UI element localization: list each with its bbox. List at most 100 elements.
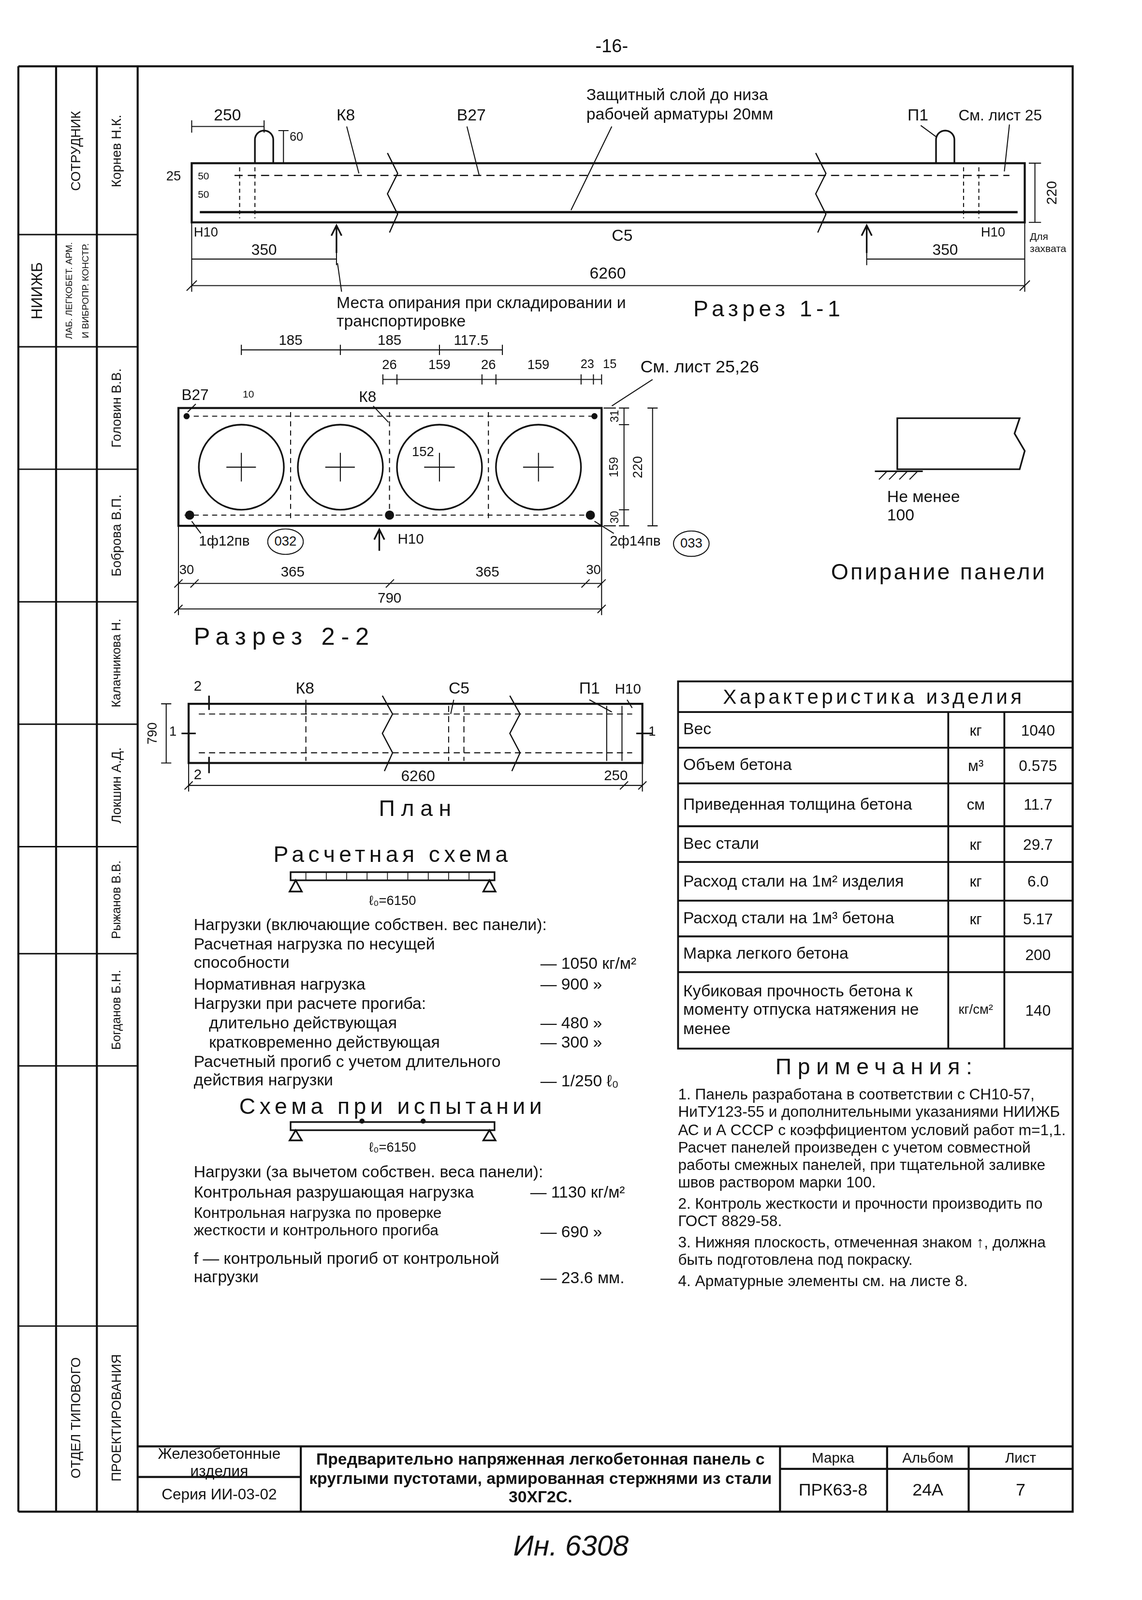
dimension-value: 31 <box>608 409 622 423</box>
load-points <box>359 1117 426 1124</box>
annotation-text: кг <box>949 900 1003 937</box>
annotation-text: Н10 <box>980 225 1006 241</box>
annotation-text: ℓ₀=6150 <box>368 1140 416 1156</box>
annotation-text: К8 <box>295 679 315 699</box>
beam-schemes-part <box>306 871 469 880</box>
annotation-text: — 480 » <box>540 1013 603 1033</box>
dimension-value: 6.0 <box>1006 861 1070 901</box>
annotation-text: см <box>949 783 1003 827</box>
section-1-1-part <box>331 225 872 253</box>
section-2-2 <box>174 344 659 615</box>
annotation-text: Лист <box>971 1445 1070 1468</box>
dimension-value: 350 <box>932 240 959 259</box>
annotation-text: Расчетная нагрузка по несущей способност… <box>193 935 500 973</box>
dimension-value: 10 <box>242 388 254 401</box>
annotation-text: — 300 » <box>540 1032 603 1052</box>
annotation-text: СОТРУДНИК <box>68 111 85 191</box>
callout-circle: 033 <box>673 530 710 557</box>
section-1-1-part <box>186 120 1041 292</box>
support-detail <box>874 418 1025 480</box>
annotation-text: Боброва В.П. <box>109 494 126 577</box>
annotation-text: Для захвата <box>1029 230 1071 255</box>
annotation-text: — 690 » <box>540 1222 603 1242</box>
annotation-text: К8 <box>336 105 355 125</box>
annotation-text: Калачникова Н. <box>110 618 125 707</box>
dimension-value: 350 <box>251 240 278 259</box>
dimension-value: 152 <box>411 444 435 460</box>
section-1-1-part <box>387 152 826 233</box>
annotation-text: Богданов Б.Н. <box>110 969 125 1050</box>
annotation-text: f — контрольный прогиб от контрольной на… <box>193 1248 500 1287</box>
annotation-text: Кубиковая прочность бетона к моменту отп… <box>683 971 944 1049</box>
dimension-value: 29.7 <box>1006 825 1070 862</box>
section-1-1-part <box>199 210 1018 214</box>
annotation-text: Примечания: <box>775 1053 979 1080</box>
dimension-value: 159 <box>527 357 550 374</box>
annotation-text: П1 <box>579 679 601 699</box>
annotation-text: Альбом <box>889 1445 967 1468</box>
plan-view-part <box>198 705 632 761</box>
annotation-text: Нагрузки (включающие собствен. вес панел… <box>193 915 547 935</box>
annotation-text: длительно действующая <box>208 1013 397 1033</box>
sheet-frame-part <box>18 234 138 1326</box>
dimension-value: 1040 <box>1006 711 1070 748</box>
annotation-text: Железобетонные изделия <box>142 1445 296 1477</box>
annotation-text: С5 <box>611 226 633 246</box>
annotation-text: Головин В.В. <box>109 368 126 448</box>
dimension-value: 790 <box>145 721 162 745</box>
annotation-text: В27 <box>181 385 209 403</box>
annotation-text: Марка легкого бетона <box>683 936 944 972</box>
plan-view-part <box>306 699 633 715</box>
annotation-text: 1ф12пв <box>198 532 250 549</box>
sheet-frame-part <box>137 66 1073 1511</box>
annotation-text: 3. Нижняя плоскость, отмеченная знаком ↑… <box>677 1232 1071 1269</box>
dimension-value: 60 <box>289 130 304 145</box>
plan-view-part <box>606 705 623 761</box>
dimension-value: 0.575 <box>1006 747 1070 784</box>
annotation-text: кратковременно действующая <box>208 1032 440 1052</box>
dimension-value: 1 <box>169 723 177 740</box>
section-2-2-part <box>178 408 602 527</box>
dimension-value: 6260 <box>589 263 626 283</box>
sheet-frame-part <box>18 66 138 1511</box>
annotation-text: Разрез 1-1 <box>693 295 845 322</box>
dimension-value: 2 <box>193 676 202 694</box>
dimension-value: 26 <box>381 357 397 374</box>
dimension-value: 30 <box>608 510 622 524</box>
annotation-text: С5 <box>448 679 470 699</box>
rebar-dots-part <box>384 510 395 520</box>
rebar-dots-part <box>183 412 191 420</box>
annotation-text: П1 <box>907 105 929 125</box>
callout-number: 033 <box>680 536 703 551</box>
section-1-1 <box>186 120 1041 292</box>
dimension-value: 250 <box>213 105 241 125</box>
dimension-value: 365 <box>475 562 499 580</box>
dimension-value: 25 <box>166 169 182 185</box>
characteristics-table-part <box>677 681 1073 1049</box>
annotation-text: Ин. 6308 <box>513 1529 630 1563</box>
annotation-text: 4. Арматурные элементы см. на листе 8. <box>677 1271 1071 1289</box>
annotation-text: -16- <box>595 35 629 58</box>
annotation-text: ЛАБ. ЛЕГКОБЕТ. АРМ. <box>64 242 75 339</box>
dimension-value: 23 <box>580 357 595 372</box>
rebar-dots-part <box>185 510 195 520</box>
dimension-value: 140 <box>1006 971 1070 1049</box>
beam-schemes-part <box>289 879 496 892</box>
rebar-dots <box>183 412 598 520</box>
annotation-text: Марка <box>782 1445 885 1468</box>
dimension-value: 26 <box>481 357 497 374</box>
annotation-text: 24А <box>889 1468 967 1512</box>
callout-number: 032 <box>274 534 297 549</box>
dimension-value: 117.5 <box>453 331 489 348</box>
annotation-text: — 1050 кг/м² <box>540 954 637 974</box>
annotation-text: К8 <box>358 387 377 405</box>
annotation-text: — 900 » <box>540 974 603 994</box>
dimension-value: 185 <box>377 331 402 348</box>
section-1-1-part <box>239 167 980 219</box>
annotation-text: ПРОЕКТИРОВАНИЯ <box>109 1353 126 1481</box>
annotation-text: Контрольная разрушающая нагрузка <box>193 1182 475 1202</box>
annotation-text: — 1/250 ℓ₀ <box>540 1071 619 1091</box>
annotation-text: — 23.6 мм. <box>540 1268 625 1288</box>
dimension-value: 5.17 <box>1006 900 1070 937</box>
